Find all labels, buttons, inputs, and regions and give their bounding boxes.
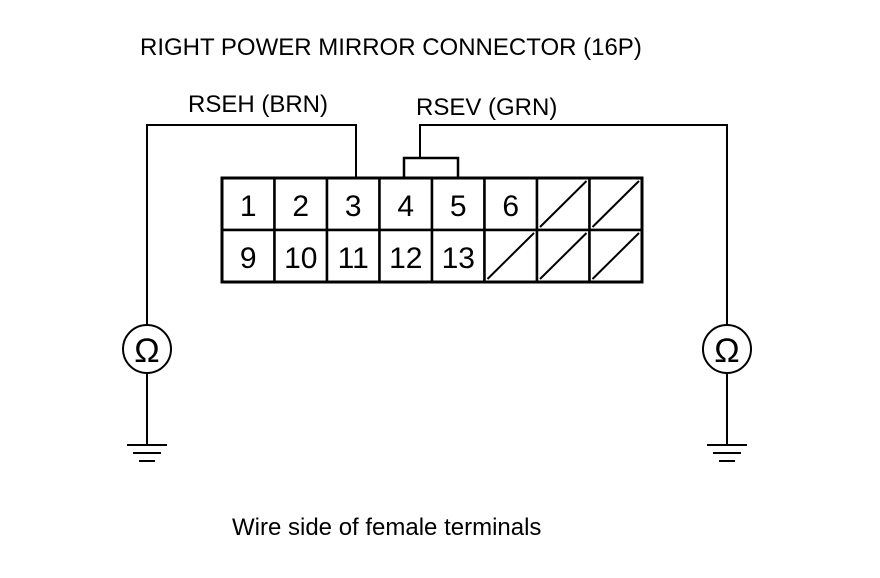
terminal-11: 11 (338, 242, 369, 275)
terminal-1: 1 (240, 190, 257, 223)
wire-label-rsev: RSEV (GRN) (416, 94, 557, 121)
connector-outline (220, 176, 644, 284)
blank-cavity-slash (539, 232, 588, 280)
connector-cell (483, 176, 539, 232)
blank-cavity-slash (486, 232, 535, 280)
diagram-title: RIGHT POWER MIRROR CONNECTOR (16P) (140, 34, 642, 61)
ohmmeter-right: Ω (702, 324, 752, 445)
terminal-6: 6 (502, 190, 519, 223)
blank-cavity-slash (591, 232, 640, 280)
connector-cell (273, 228, 329, 284)
wire-rsev (419, 124, 728, 325)
terminal-10: 10 (284, 242, 317, 275)
terminal-2: 2 (292, 190, 309, 223)
ohm-icon: Ω (134, 332, 159, 370)
connector-latch (402, 156, 460, 180)
wire-label-rseh: RSEH (BRN) (188, 91, 328, 118)
blank-cavity-slash (591, 180, 640, 228)
ohm-icon: Ω (714, 332, 739, 370)
terminal-9: 9 (240, 242, 257, 275)
connector-cell (378, 228, 434, 284)
blank-cavity-slash (539, 180, 588, 228)
connector-cell (325, 176, 381, 232)
terminal-4: 4 (397, 190, 414, 223)
terminal-5: 5 (450, 190, 467, 223)
ground-icon (127, 444, 167, 462)
connector-cell (378, 176, 434, 232)
terminal-12: 12 (389, 242, 422, 275)
terminal-3: 3 (345, 190, 362, 223)
ohmmeter-left: Ω (122, 324, 172, 445)
connector-cell (325, 228, 381, 284)
caption: Wire side of female terminals (232, 514, 541, 541)
ground-icon (707, 444, 747, 462)
wire-rseh (146, 124, 357, 325)
terminal-13: 13 (442, 242, 475, 275)
